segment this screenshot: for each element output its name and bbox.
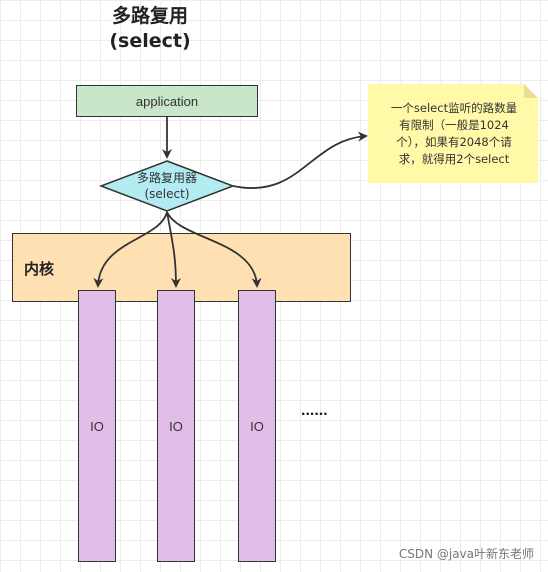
more-io-ellipsis: ...... [301, 402, 328, 419]
diagram-title-line2: (select) [109, 30, 191, 52]
note-folded-corner [524, 84, 538, 98]
multiplexer-label: 多路复用器 (select) [110, 170, 224, 202]
sticky-note[interactable]: 一个select监听的路数量 有限制（一般是1024 个），如果有2048个请 … [368, 84, 538, 183]
application-node[interactable]: application [76, 85, 258, 117]
io-label-2: IO [169, 418, 183, 434]
io-channel-1[interactable]: IO [78, 290, 116, 562]
note-line-3: 个），如果有2048个请 [396, 135, 512, 149]
diagram-title-line1: 多路复用 [111, 5, 188, 27]
note-line-2: 有限制（一般是1024 [399, 118, 509, 132]
io-label-1: IO [90, 418, 104, 434]
io-label-3: IO [250, 418, 264, 434]
watermark: CSDN @java叶新东老师 [398, 547, 534, 561]
io-channel-2[interactable]: IO [157, 290, 195, 562]
multiplexer-label-line1: 多路复用器 [136, 171, 197, 185]
kernel-label: 内核 [24, 260, 55, 278]
note-line-4: 求，就得用2个select [398, 152, 510, 166]
multiplexer-label-line2: (select) [144, 187, 190, 201]
application-label: application [135, 93, 199, 109]
io-channel-3[interactable]: IO [238, 290, 276, 562]
edge-multiplexer-to-io-2 [166, 211, 181, 288]
edge-multiplexer-to-note [232, 131, 368, 189]
note-line-1: 一个select监听的路数量 [390, 101, 518, 115]
edge-multiplexer-to-io-1 [93, 211, 168, 288]
edge-multiplexer-to-io-3 [166, 211, 262, 288]
multiplexer-shape [98, 160, 236, 212]
